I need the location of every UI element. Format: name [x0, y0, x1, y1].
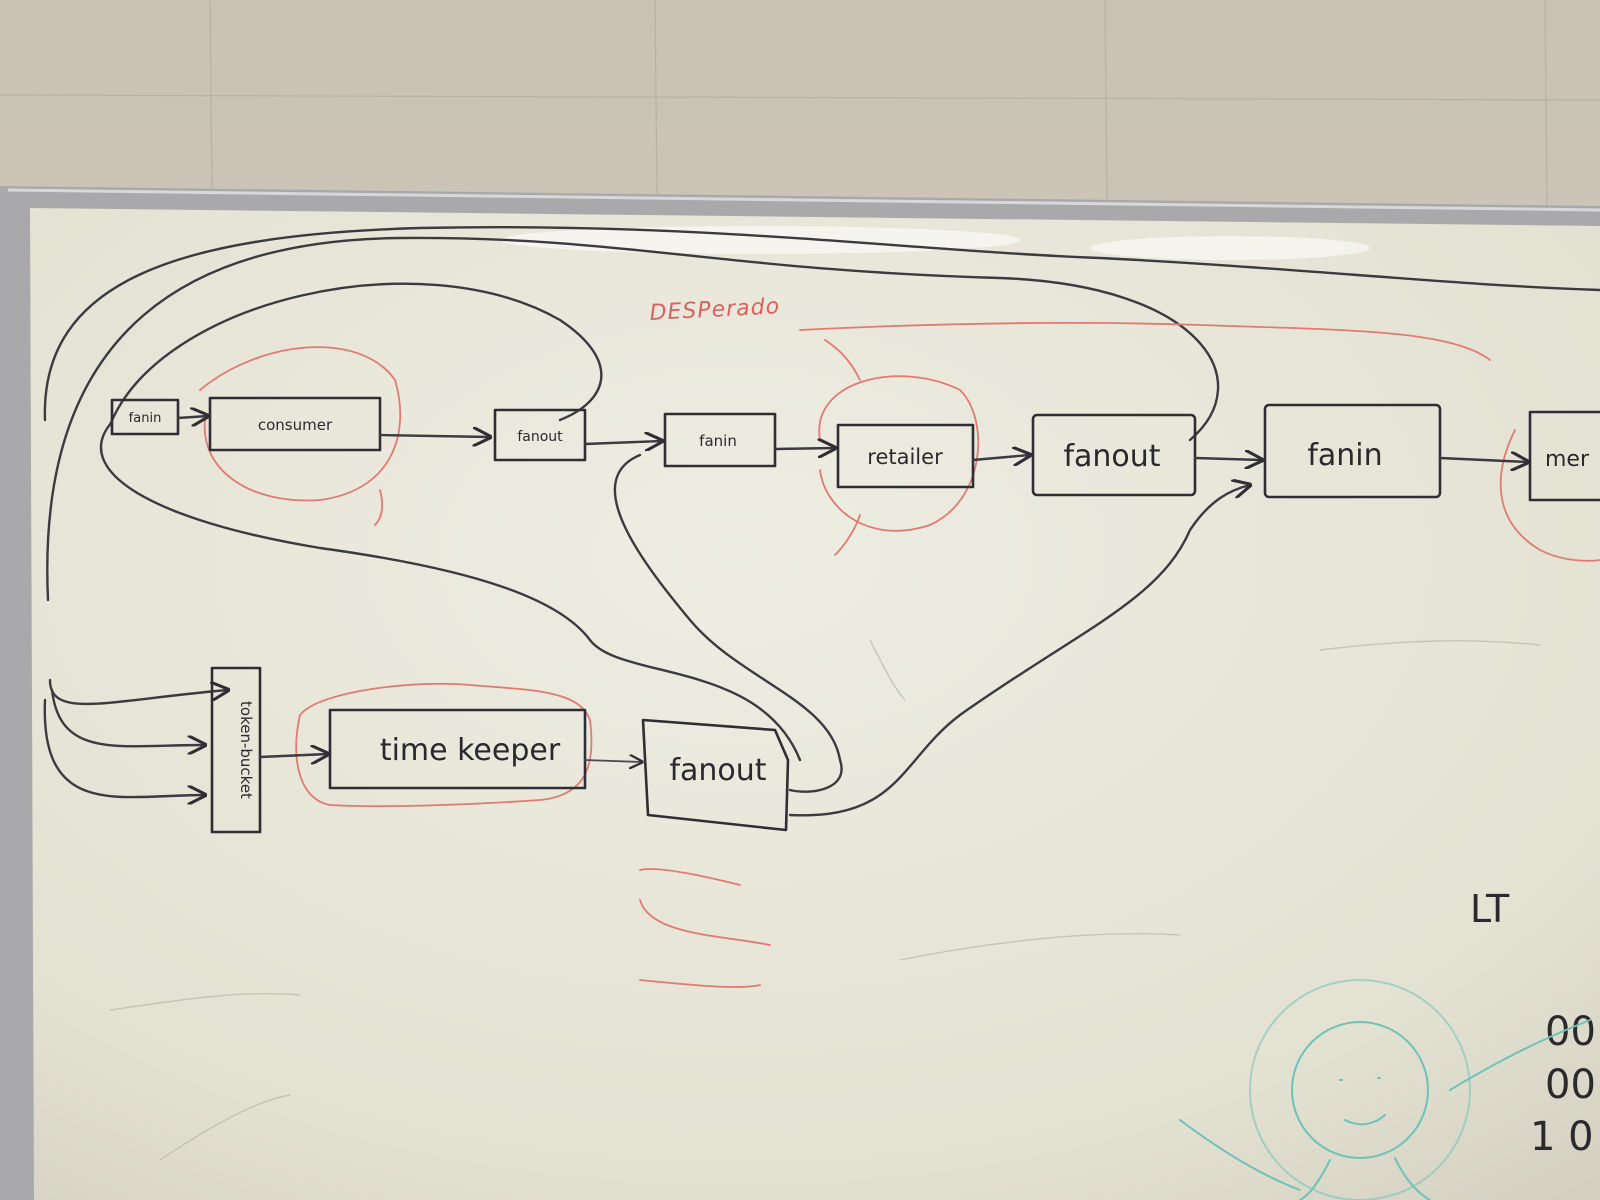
- board-frame-top-highlight: [7, 188, 1600, 212]
- board-surface: [30, 208, 1600, 1200]
- light-reflection: [1090, 236, 1370, 260]
- node-consumer: [208, 396, 382, 452]
- digit-row-3: 1 0: [1530, 1114, 1594, 1160]
- pipeline-row: fanin consumer fanout fanin retailer fan…: [110, 396, 1600, 502]
- node-retailer: [836, 423, 975, 489]
- node-partial: [1528, 410, 1600, 502]
- corner-mark: LT: [1470, 887, 1510, 931]
- lower-row: token-bucket time keeper fanout: [210, 666, 790, 834]
- node-fanout-2: [1031, 413, 1197, 497]
- eraser-smudges: [109, 639, 1541, 1161]
- node-fanout-1: [493, 408, 587, 462]
- node-fanout-1-label: fanout: [517, 429, 563, 445]
- node-fanin-2-label: fanin: [699, 432, 737, 450]
- light-reflection: [500, 226, 1020, 254]
- digit-rows: 00 00 1 0: [1530, 1009, 1596, 1160]
- node-partial-label: mer: [1545, 447, 1590, 472]
- digit-row-1: 00: [1545, 1009, 1596, 1055]
- node-fanin-3-label: fanin: [1307, 438, 1382, 473]
- node-token-bucket: [210, 666, 262, 834]
- node-fanout-2-label: fanout: [1063, 439, 1160, 474]
- node-timekeeper-label: time keeper: [380, 733, 561, 768]
- node-fanout-3-label: fanout: [669, 753, 766, 788]
- node-fanin-2: [663, 412, 777, 468]
- teal-doodle-figure: [1179, 979, 1591, 1200]
- wall-tile-lines: [0, 0, 1600, 211]
- node-fanout-3: [641, 718, 790, 832]
- node-fanin-3: [1263, 403, 1442, 499]
- node-fanin-1-label: fanin: [129, 411, 162, 426]
- node-timekeeper: [328, 708, 587, 790]
- node-consumer-label: consumer: [258, 416, 333, 434]
- digit-row-2: 00: [1545, 1062, 1596, 1108]
- feedback-curves: [43, 225, 1600, 817]
- node-token-bucket-label: token-bucket: [237, 701, 255, 799]
- node-retailer-label: retailer: [867, 445, 943, 469]
